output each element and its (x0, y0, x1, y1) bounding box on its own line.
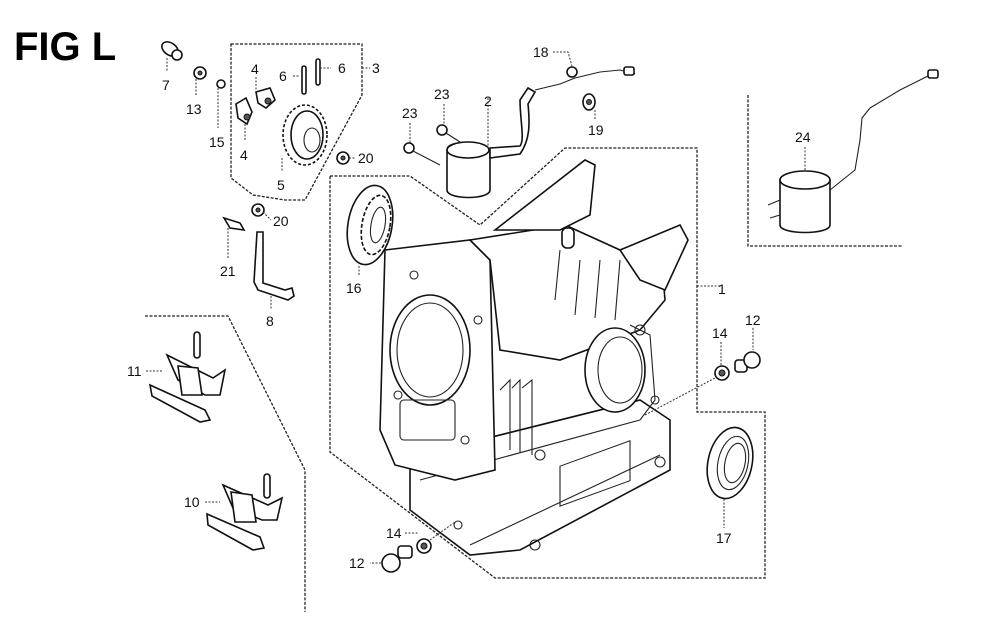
washer-20-upper-part (336, 151, 350, 165)
callout-4-upper: 4 (251, 61, 259, 77)
callout-23-upper: 23 (434, 86, 450, 102)
breather-tube-part (253, 231, 295, 301)
callout-23-lower: 23 (402, 105, 418, 121)
crankcase-part (379, 159, 689, 556)
callout-8: 8 (266, 313, 274, 329)
callout-20-upper: 20 (358, 150, 374, 166)
drain-bolt-bottom-part (381, 545, 413, 573)
callout-20-lower: 20 (273, 213, 289, 229)
callout-12-bottom: 12 (349, 555, 365, 571)
callout-18: 18 (533, 44, 549, 60)
callout-3: 3 (372, 60, 380, 76)
engine-mount-upper-part (148, 331, 227, 423)
bolt-23-lower-part (403, 142, 441, 166)
callout-2: 2 (484, 93, 492, 109)
oil-alert-switch-alt-part (767, 69, 939, 234)
callout-15: 15 (209, 134, 225, 150)
callout-21: 21 (220, 263, 236, 279)
figure-title: FIG L (14, 25, 116, 69)
callout-6-left: 6 (279, 68, 287, 84)
governor-assembly-frame (230, 43, 363, 201)
alt-switch-frame (747, 95, 903, 247)
tube-clip-part (222, 216, 246, 232)
oil-alert-switch-part (446, 66, 636, 199)
washer-20-lower-part (251, 203, 265, 217)
callout-6-right: 6 (338, 60, 346, 76)
oil-seal-part (706, 426, 754, 500)
mounts-frame (145, 315, 306, 612)
drain-bolt-right-part (734, 351, 761, 373)
governor-slider-part (161, 41, 183, 61)
washer-13-part (193, 66, 207, 80)
leader-lines (146, 51, 806, 564)
callout-5: 5 (277, 177, 285, 193)
callout-12-right: 12 (745, 312, 761, 328)
callout-24: 24 (795, 129, 811, 145)
crankcase-frame (329, 147, 766, 579)
callout-14-right: 14 (712, 325, 728, 341)
callout-11: 11 (127, 363, 142, 379)
callout-16: 16 (346, 280, 362, 296)
sealing-washer-right-part (714, 365, 730, 381)
pins-part (301, 58, 321, 95)
callout-19: 19 (588, 122, 604, 138)
callout-1: 1 (718, 281, 726, 297)
grommet-part (582, 93, 596, 111)
clip-15-part (216, 79, 226, 89)
callout-4-lower: 4 (240, 147, 248, 163)
callout-17: 17 (716, 530, 732, 546)
callout-10: 10 (184, 494, 200, 510)
callout-14-bottom: 14 (386, 525, 402, 541)
ball-bearing-part (346, 184, 394, 266)
governor-weights-part (235, 87, 276, 126)
engine-mount-lower-part (206, 473, 284, 551)
sealing-washer-bottom-part (416, 538, 432, 554)
governor-gear-part (282, 104, 328, 166)
bolt-23-upper-part (436, 124, 461, 143)
callout-13: 13 (186, 101, 202, 117)
callout-7: 7 (162, 77, 170, 93)
